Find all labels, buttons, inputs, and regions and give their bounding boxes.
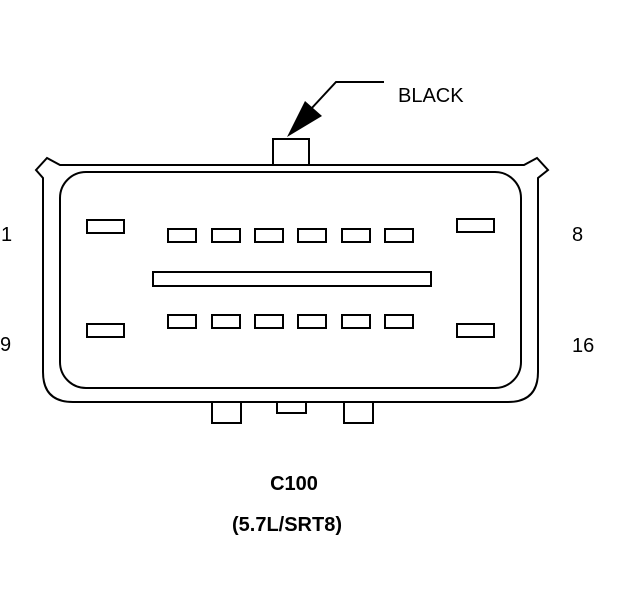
pin-14 xyxy=(341,314,371,329)
callout-leader-line xyxy=(309,81,384,111)
pin-3 xyxy=(211,228,241,243)
pin-12 xyxy=(254,314,284,329)
pin-4 xyxy=(254,228,284,243)
pin-7 xyxy=(384,228,414,243)
bottom-key-left xyxy=(211,401,242,424)
pin-label-8: 8 xyxy=(572,224,583,246)
callout-color-label: BLACK xyxy=(398,85,464,107)
pin-13 xyxy=(297,314,327,329)
connector-id: C100 xyxy=(270,473,318,495)
pin-label-9: 9 xyxy=(0,334,11,356)
connector-housing-outer xyxy=(34,156,550,403)
pin-8 xyxy=(456,218,495,233)
center-key-bar xyxy=(152,271,432,287)
pin-label-1: 1 xyxy=(1,224,12,246)
pin-6 xyxy=(341,228,371,243)
pin-11 xyxy=(211,314,241,329)
connector-housing-inner xyxy=(59,171,522,389)
callout-arrowhead xyxy=(287,101,322,137)
pin-5 xyxy=(297,228,327,243)
bottom-key-center xyxy=(276,401,307,414)
locking-tab xyxy=(272,138,310,166)
pin-16 xyxy=(456,323,495,338)
connector-variant: (5.7L/SRT8) xyxy=(232,514,342,536)
bottom-key-right xyxy=(343,401,374,424)
pin-label-16: 16 xyxy=(572,335,594,357)
pin-2 xyxy=(167,228,197,243)
pin-1 xyxy=(86,219,125,234)
pin-9 xyxy=(86,323,125,338)
pin-15 xyxy=(384,314,414,329)
pin-10 xyxy=(167,314,197,329)
